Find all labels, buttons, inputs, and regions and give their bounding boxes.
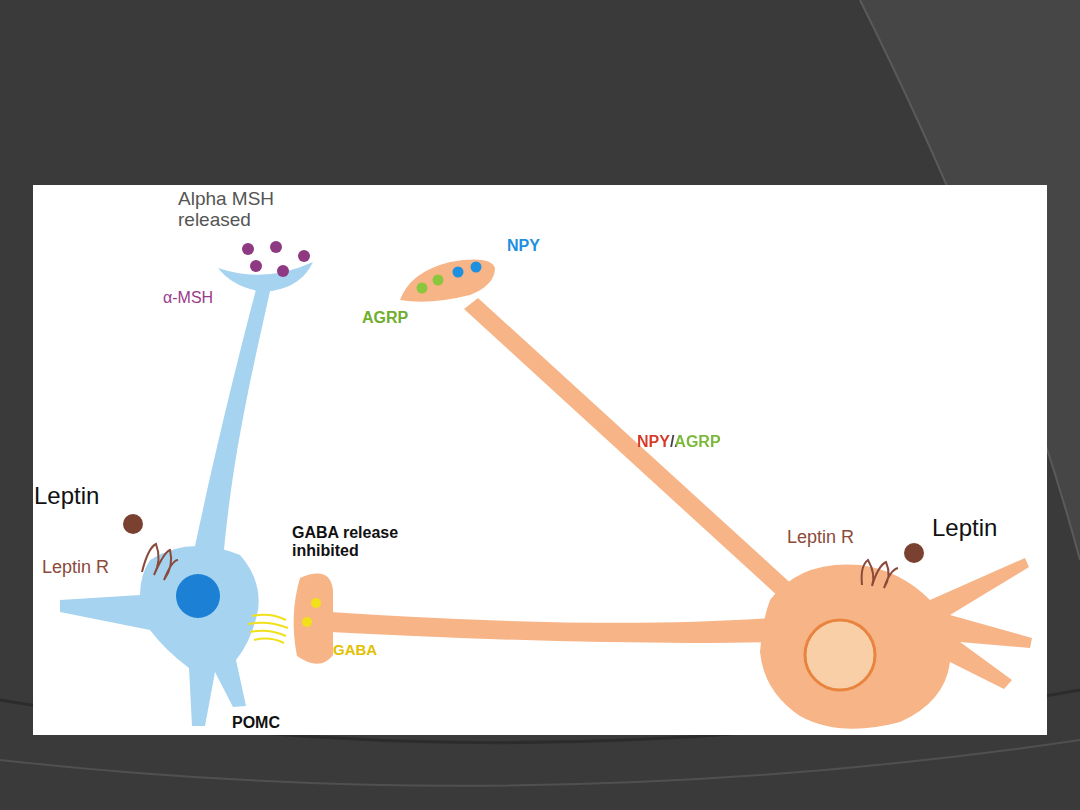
npy-vesicle: [453, 267, 464, 278]
alpha-msh-granules: [242, 241, 310, 277]
leptin-label: Leptin: [34, 483, 99, 509]
leptin-receptor: [142, 544, 898, 588]
npy-label: NPY: [507, 237, 540, 255]
leptin-receptor-label: Leptin R: [787, 528, 854, 548]
leptin-receptor-label: Leptin R: [42, 558, 109, 578]
alpha-msh-note: Alpha MSH released: [178, 189, 318, 231]
nucleus: [176, 574, 220, 618]
gaba-receptor: [248, 615, 288, 643]
gaba-vesicle: [302, 617, 312, 627]
npy-agrp-neuron: [294, 260, 1032, 729]
gaba-release-note: GABA release inhibited: [292, 524, 457, 559]
nucleus: [805, 620, 875, 690]
leptin-label: Leptin: [932, 515, 997, 541]
alpha-msh-label: α-MSH: [163, 289, 213, 307]
npy-agrp-label: NPY/AGRP: [637, 433, 721, 451]
leptin-molecule: [904, 543, 924, 563]
leptin-molecule: [123, 514, 143, 534]
figure-panel: [33, 185, 1047, 735]
gaba-vesicle: [311, 598, 321, 608]
npy-vesicle: [471, 262, 482, 273]
agrp-vesicle: [417, 283, 428, 294]
pomc-label: POMC: [232, 714, 280, 732]
agrp-vesicle: [433, 275, 444, 286]
agrp-label: AGRP: [362, 309, 408, 327]
slide-arc: [0, 740, 1080, 786]
gaba-label: GABA: [333, 642, 377, 659]
